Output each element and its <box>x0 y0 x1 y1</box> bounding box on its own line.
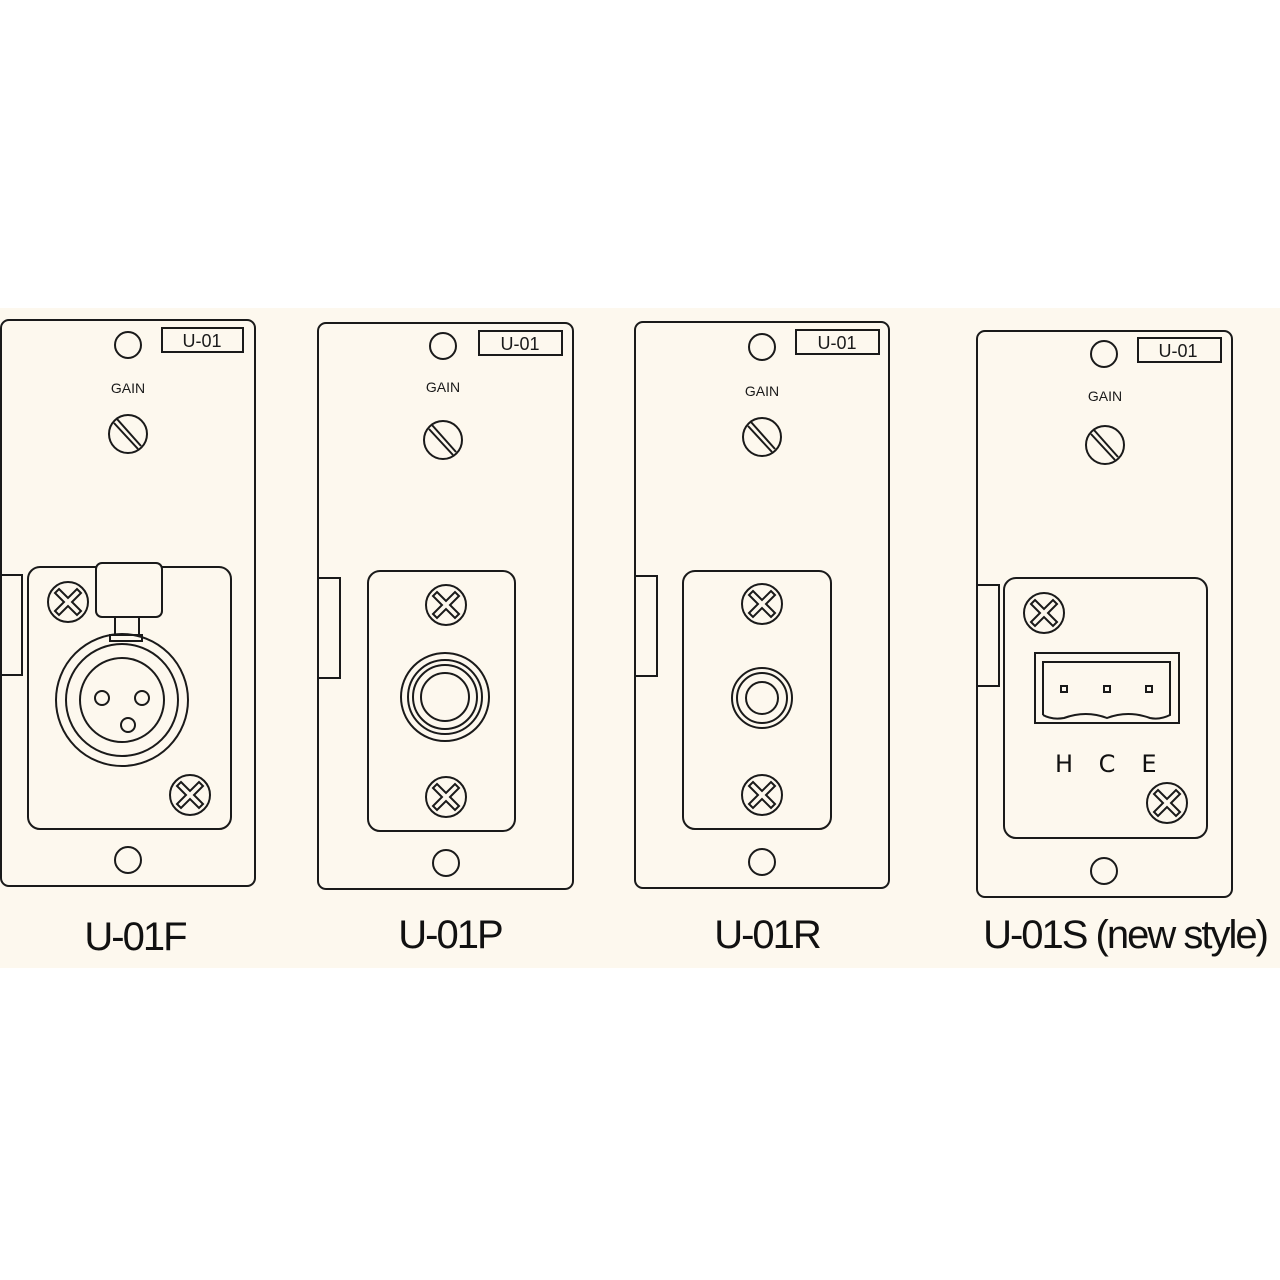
panel-tag: U-01 <box>500 334 539 354</box>
module-u01f: U-01 GAIN U-01F <box>0 319 256 959</box>
mounting-hole <box>429 332 457 360</box>
terminal-label-c: C <box>1099 750 1116 778</box>
gain-label: GAIN <box>426 379 460 395</box>
terminal-label-h: H <box>1055 750 1073 778</box>
phone-jack-icon <box>400 652 490 742</box>
tag-box <box>161 327 244 353</box>
side-tab <box>634 575 658 677</box>
gain-label: GAIN <box>111 380 145 396</box>
mounting-hole <box>1090 857 1118 885</box>
panel-face <box>634 321 890 889</box>
module-caption: U-01S (new style) <box>983 913 1267 957</box>
tag-box <box>478 330 563 356</box>
rca-jack-icon <box>731 667 793 729</box>
side-tab <box>976 584 1000 687</box>
tag-box <box>795 329 880 355</box>
mounting-hole <box>748 848 776 876</box>
module-u01p: U-01 GAIN U-01P <box>317 322 574 957</box>
gain-label: GAIN <box>745 383 779 399</box>
connector-plate <box>367 570 516 832</box>
mounting-hole <box>114 846 142 874</box>
gain-label: GAIN <box>1088 388 1122 404</box>
panel-face <box>976 330 1233 898</box>
terminal-label-e: E <box>1141 750 1156 778</box>
connector-plate <box>1003 577 1208 839</box>
mounting-hole <box>432 849 460 877</box>
side-tab <box>317 577 341 679</box>
tag-box <box>1137 337 1222 363</box>
connector-plate <box>682 570 832 830</box>
panel-tag: U-01 <box>182 331 221 351</box>
panel-tag: U-01 <box>817 333 856 353</box>
module-caption: U-01F <box>84 915 186 959</box>
module-caption: U-01P <box>398 913 502 957</box>
mounting-hole <box>114 331 142 359</box>
panel-tag: U-01 <box>1158 341 1197 361</box>
mounting-hole <box>1090 340 1118 368</box>
side-tab <box>0 574 23 676</box>
module-u01r: U-01 GAIN U-01R <box>634 321 890 957</box>
panel-face <box>317 322 574 890</box>
mounting-hole <box>748 333 776 361</box>
module-caption: U-01R <box>714 913 821 957</box>
terminal-block-icon <box>1034 652 1180 724</box>
xlr-connector-icon <box>55 562 189 767</box>
module-u01s: U-01 GAIN H C E U-01S (new style) <box>976 330 1269 957</box>
